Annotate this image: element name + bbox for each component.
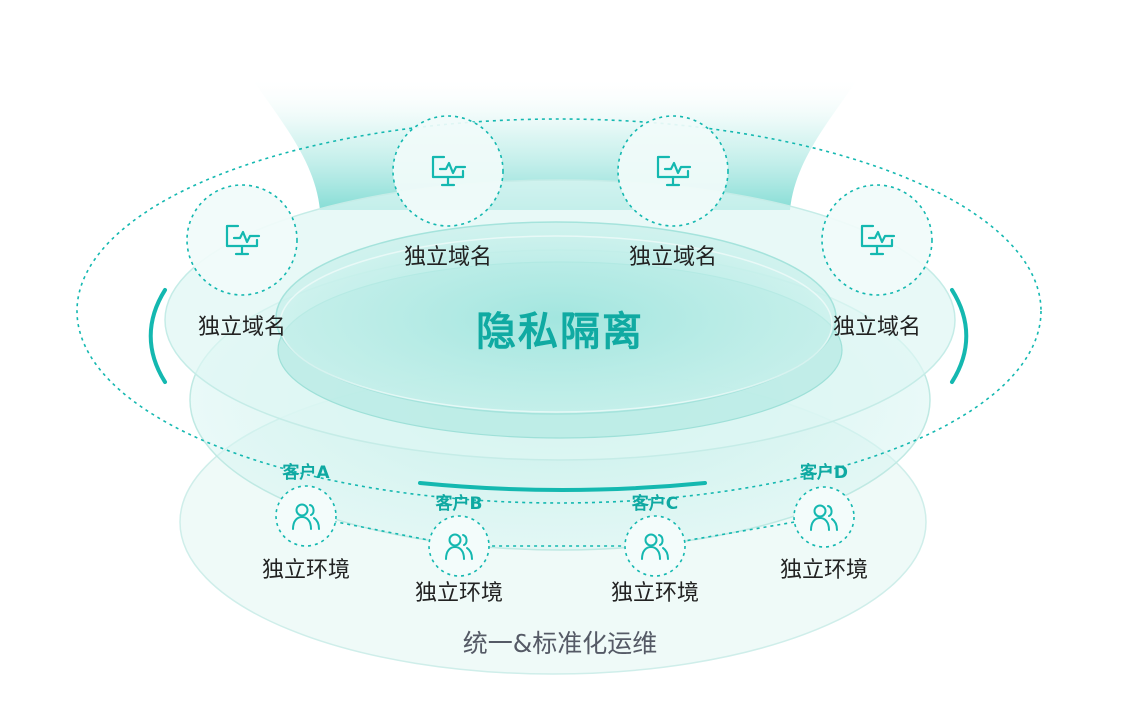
domain-node: 独立域名 <box>186 184 298 340</box>
customer-name: 客户A <box>281 462 330 483</box>
bottom-arc-accent <box>418 481 707 492</box>
customer-node: 客户D 独立环境 <box>780 462 868 583</box>
customer-nodes: 客户A 独立环境 客户B 独立环境 客户C 独立环境 客户D 独立环境 <box>262 462 868 606</box>
dotted-orbit <box>76 118 1042 504</box>
domain-node: 独立域名 <box>821 184 933 340</box>
customer-node: 客户B 独立环境 <box>415 493 503 606</box>
domain-node: 独立域名 <box>392 115 504 270</box>
center-title: 隐私隔离 <box>476 309 644 355</box>
customer-env-label: 独立环境 <box>262 558 350 583</box>
customer-env-label: 独立环境 <box>415 581 503 606</box>
customer-name: 客户C <box>631 493 678 514</box>
domain-node-label: 独立域名 <box>833 315 921 340</box>
domain-node-circle <box>186 184 298 296</box>
top-disc-rim <box>279 235 833 413</box>
customer-node: 客户A 独立环境 <box>262 462 350 583</box>
customer-env-label: 独立环境 <box>611 581 699 606</box>
bottom-label: 统一&标准化运维 <box>463 629 658 658</box>
domain-node-label: 独立域名 <box>629 245 717 270</box>
customer-name: 客户B <box>435 493 483 514</box>
domain-node-circle <box>392 115 504 227</box>
customer-node-circle <box>275 485 337 547</box>
monitor-pulse-icon <box>225 224 261 256</box>
customer-env-label: 独立环境 <box>780 558 868 583</box>
customer-name: 客户D <box>799 462 848 483</box>
domain-nodes: 独立域名独立域名独立域名独立域名 <box>186 115 933 340</box>
users-icon <box>292 503 320 530</box>
monitor-pulse-icon <box>656 155 692 187</box>
monitor-pulse-icon <box>431 155 467 187</box>
users-icon <box>445 533 473 560</box>
domain-node-label: 独立域名 <box>198 315 286 340</box>
top-disc <box>275 221 837 415</box>
customer-node-circle <box>793 486 855 548</box>
domain-node-circle <box>617 115 729 227</box>
domain-node-circle <box>821 184 933 296</box>
domain-node-label: 独立域名 <box>404 245 492 270</box>
left-arc-accent <box>148 288 167 384</box>
customer-node: 客户C 独立环境 <box>611 493 699 606</box>
monitor-pulse-icon <box>860 224 896 256</box>
users-icon <box>641 533 669 560</box>
customer-connector <box>305 515 825 547</box>
domain-node: 独立域名 <box>617 115 729 270</box>
customer-node-circle <box>428 515 490 577</box>
customer-node-circle <box>624 515 686 577</box>
right-arc-accent <box>950 288 969 384</box>
users-icon <box>810 504 838 531</box>
